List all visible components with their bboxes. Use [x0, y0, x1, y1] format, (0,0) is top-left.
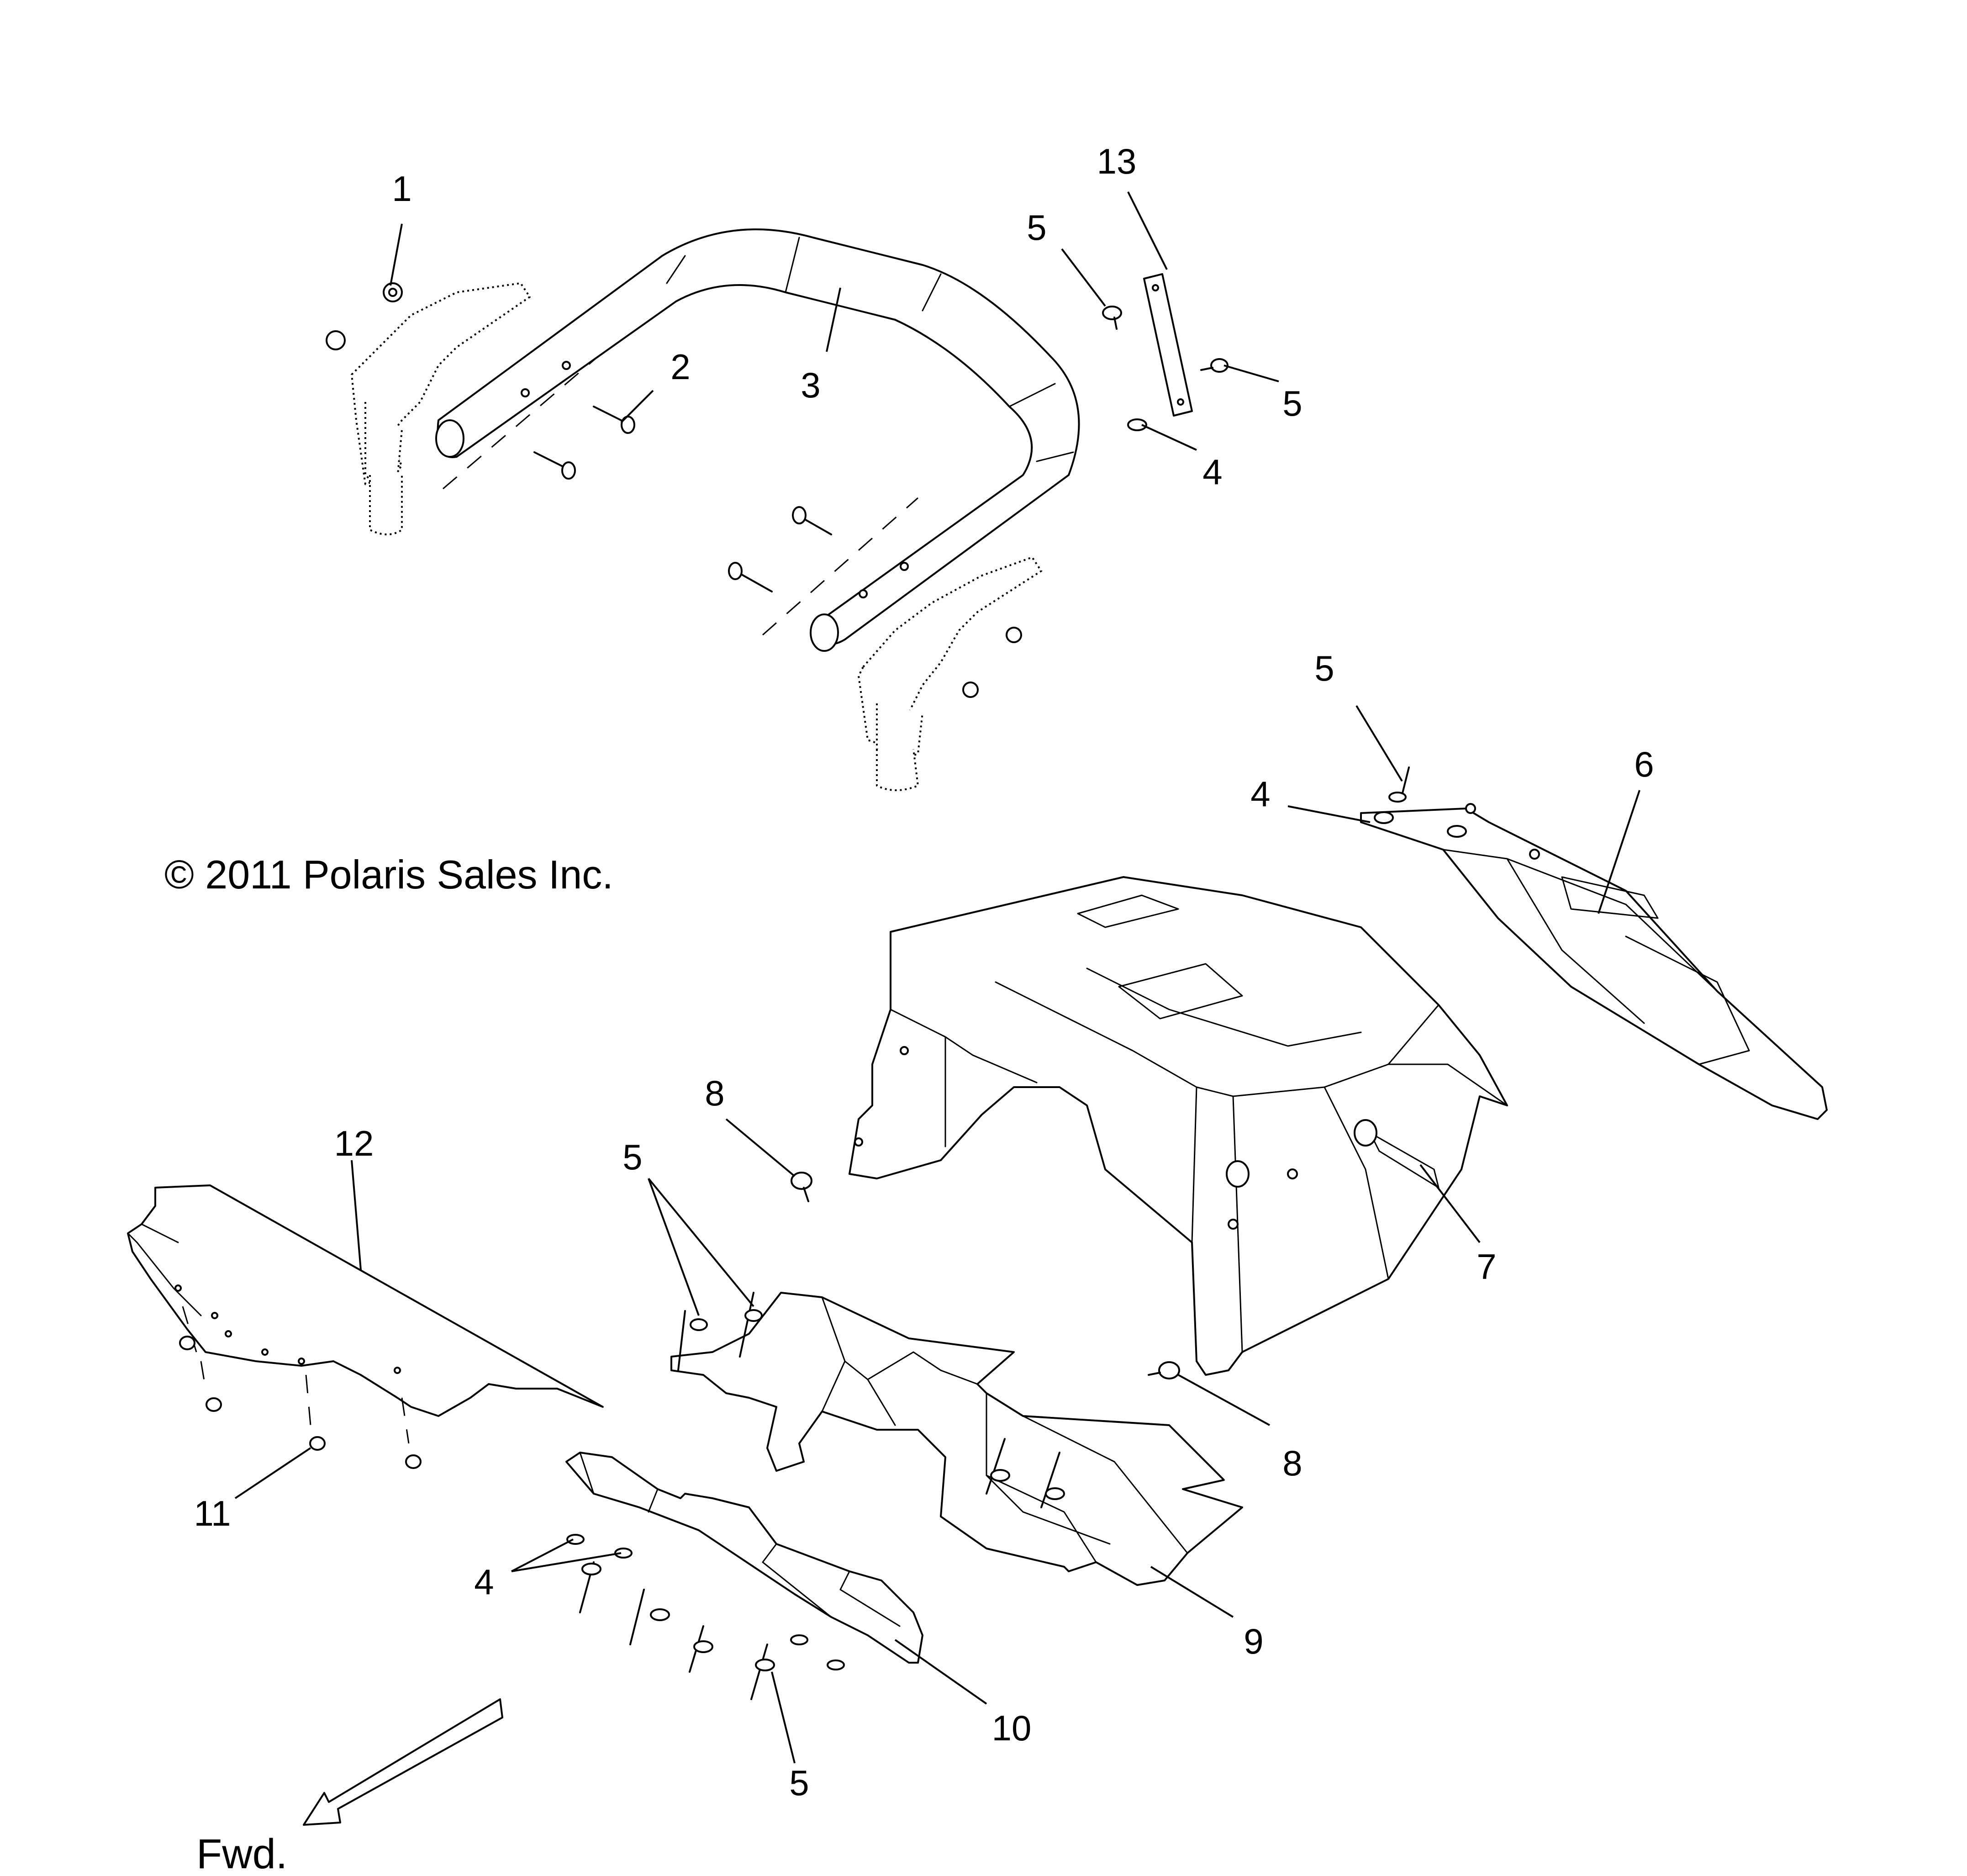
- callout-2: 2: [670, 347, 690, 387]
- nut: [1006, 627, 1022, 643]
- rivet: [689, 1625, 713, 1673]
- washer: [790, 1634, 808, 1645]
- callout-7: 7: [1477, 1247, 1496, 1287]
- callout-4: 4: [1202, 452, 1222, 492]
- screw: [1102, 306, 1122, 330]
- right-mount-bracket: [858, 556, 1042, 791]
- screw-part-8: [791, 1172, 812, 1202]
- fender-part-7: [849, 876, 1508, 1376]
- callout-13: 13: [1097, 141, 1137, 181]
- rivet: [629, 1589, 670, 1645]
- leader-lines: [234, 191, 1640, 1764]
- callout-1: 1: [392, 169, 411, 209]
- alignment-line: [762, 497, 918, 636]
- nut: [326, 330, 346, 350]
- copyright-notice: © 2011 Polaris Sales Inc.: [164, 852, 613, 897]
- washer: [566, 1534, 585, 1545]
- screw-part-11: [200, 1361, 222, 1412]
- nut-part-1: [383, 282, 403, 302]
- callout-labels: 1 2 3 4 4 4 5 5 5 5 5 6 7 8 8 9 10 11 12…: [194, 141, 1654, 1803]
- strap-part-13: [1143, 273, 1193, 417]
- callout-8: 8: [1282, 1443, 1302, 1483]
- callout-4: 4: [474, 1562, 494, 1602]
- screw-part-11: [179, 1306, 197, 1353]
- bolt: [533, 451, 576, 480]
- rivet: [986, 1438, 1010, 1495]
- left-mount-bracket: [351, 282, 531, 535]
- bolt: [792, 506, 832, 535]
- callout-8: 8: [705, 1073, 724, 1113]
- screw-part-11: [401, 1397, 422, 1469]
- bracket-part-6: [1360, 803, 1828, 1120]
- rivet: [677, 1310, 708, 1371]
- callout-12: 12: [334, 1123, 374, 1163]
- screw-part-8: [1148, 1361, 1180, 1379]
- washer: [1127, 418, 1147, 431]
- callout-5: 5: [789, 1763, 809, 1803]
- bolt: [728, 562, 773, 592]
- callout-11: 11: [194, 1493, 231, 1533]
- guard-part-10: [565, 1452, 923, 1664]
- forward-arrow-icon: [303, 1698, 503, 1826]
- callout-4: 4: [1250, 774, 1270, 814]
- grab-bar-part-3: [435, 228, 1080, 652]
- callout-9: 9: [1244, 1621, 1263, 1661]
- screw: [1200, 358, 1229, 373]
- washer: [614, 1548, 633, 1559]
- callout-3: 3: [801, 365, 820, 405]
- rivet: [579, 1561, 601, 1613]
- skid-plate-part-12: [127, 1184, 604, 1417]
- nut: [962, 682, 979, 698]
- callout-10: 10: [992, 1708, 1032, 1748]
- callout-5: 5: [622, 1137, 642, 1177]
- callout-5: 5: [1282, 383, 1302, 423]
- callout-5: 5: [1027, 207, 1046, 248]
- forward-label: Fwd.: [196, 1831, 287, 1876]
- rivet: [750, 1643, 775, 1700]
- callout-5: 5: [1314, 648, 1334, 688]
- rivet: [1040, 1452, 1065, 1508]
- screw-part-11: [305, 1374, 326, 1451]
- alignment-line: [443, 355, 599, 490]
- pin: [1388, 766, 1410, 803]
- callout-6: 6: [1634, 744, 1654, 784]
- bolt-part-2: [593, 406, 635, 434]
- washer: [827, 1659, 845, 1670]
- support-part-9: [670, 1292, 1243, 1586]
